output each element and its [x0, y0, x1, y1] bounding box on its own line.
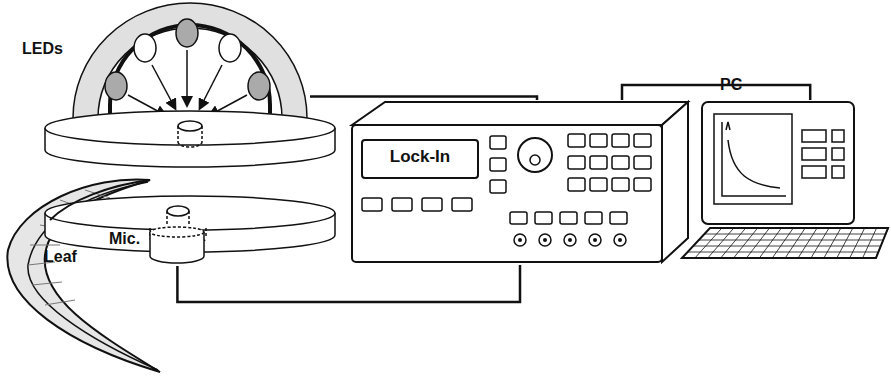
- leaf-edge: [50, 180, 150, 220]
- node-label: LEDs: [22, 40, 63, 58]
- pc-drawing: [680, 100, 890, 260]
- microphone: Mic.: [105, 226, 210, 266]
- signal-wire: [177, 265, 520, 302]
- signal-wire: [622, 85, 810, 100]
- lock-in-amplifier: Lock-In: [350, 100, 690, 265]
- leaf-clip-plates: [45, 111, 335, 252]
- pc: PC: [680, 100, 890, 260]
- led-array: LEDs: [70, 2, 310, 120]
- node-label: Mic.: [109, 230, 140, 248]
- led-dome: [73, 3, 307, 120]
- signal-wire: [310, 96, 537, 100]
- node-label: PC: [720, 76, 742, 94]
- part-label: Leaf: [44, 248, 77, 266]
- lock-in-amplifier-drawing: [350, 100, 690, 265]
- node-label: Lock-In: [390, 147, 450, 167]
